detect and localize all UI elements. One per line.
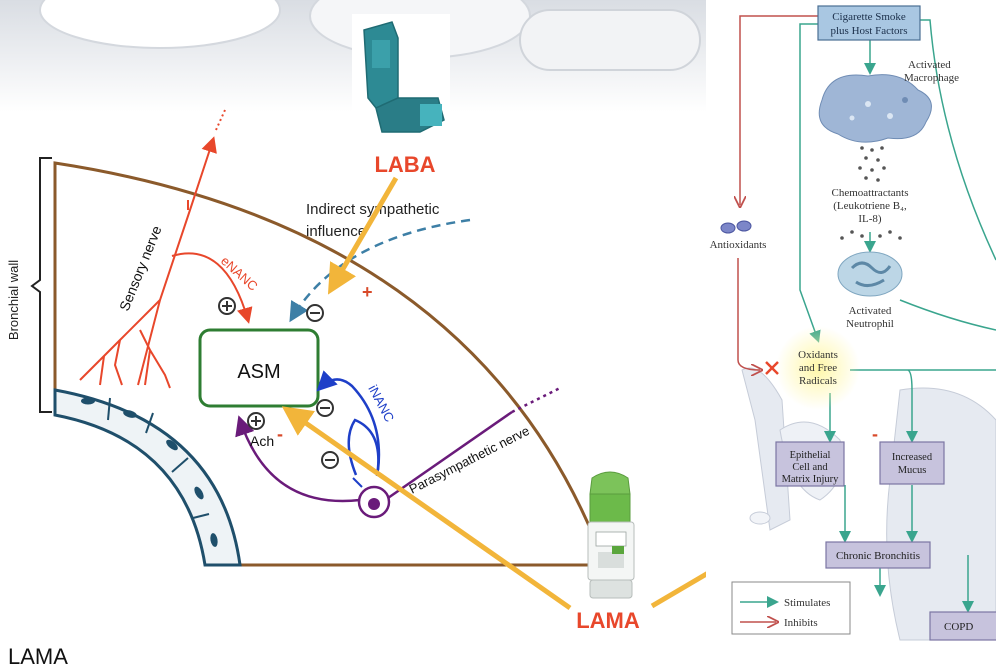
mucus-line2: Mucus bbox=[898, 465, 927, 476]
cigarette-smoke-box bbox=[817, 5, 921, 41]
chemoattractants-line3: IL-8) bbox=[858, 213, 882, 225]
ach-plus-icon bbox=[247, 412, 265, 430]
mucus-minus: - bbox=[872, 424, 878, 444]
chronic-bronchitis-box bbox=[825, 541, 931, 569]
chronic-bronchitis-label: Chronic Bronchitis bbox=[836, 550, 920, 562]
laba-label: LABA bbox=[374, 152, 435, 177]
cigarette-smoke-line1: Cigarette Smoke bbox=[832, 11, 906, 23]
ach-label: Ach bbox=[250, 433, 274, 449]
asm-box bbox=[198, 328, 320, 408]
copd-pathway-diagram: Cigarette Smoke plus Host Factors Activa… bbox=[706, 0, 996, 641]
oxidants-line2: and Free bbox=[799, 362, 837, 374]
epithelium-layer bbox=[53, 388, 242, 567]
oxidants-line1: Oxidants bbox=[798, 349, 838, 361]
legend-inhibits: Inhibits bbox=[784, 617, 818, 629]
neutrophil-icon bbox=[837, 251, 903, 297]
epithelial-line3: Matrix Injury bbox=[782, 474, 840, 485]
asm-label: ASM bbox=[237, 361, 280, 383]
antioxidant-icon bbox=[720, 220, 752, 234]
footer-label: LAMA bbox=[8, 644, 68, 669]
oxidants-glow bbox=[776, 326, 860, 410]
lama-inhaler-image bbox=[587, 471, 635, 599]
lama-arrow-to-asm bbox=[281, 406, 572, 611]
legend-box bbox=[731, 581, 851, 635]
macrophage-line1: Activated bbox=[908, 59, 951, 71]
epithelial-line2: Cell and bbox=[792, 462, 828, 473]
laba-inhaler-image bbox=[352, 14, 450, 134]
indirect-sympathetic-line1: Indirect sympathetic bbox=[306, 201, 440, 218]
epithelium-nuclei bbox=[81, 397, 218, 547]
enanc-plus-icon bbox=[218, 297, 236, 315]
cigarette-smoke-line2: plus Host Factors bbox=[831, 25, 908, 37]
inanc-minus-icon-2 bbox=[321, 451, 339, 469]
sensory-nerve bbox=[79, 109, 253, 389]
laba-arrow bbox=[327, 176, 399, 295]
ach-minus: - bbox=[277, 424, 283, 444]
mucus-line1: Increased bbox=[892, 452, 933, 463]
neutrophil-line2: Neutrophil bbox=[846, 318, 894, 330]
increased-mucus-box bbox=[879, 441, 945, 485]
macrophage-icon bbox=[818, 74, 932, 143]
oxidants-line3: Radicals bbox=[799, 375, 837, 387]
epithelial-injury-box bbox=[775, 441, 845, 487]
chemoattractants-line1: Chemoattractants bbox=[832, 187, 909, 199]
airway-diagram: Bronchial wall bbox=[6, 109, 608, 567]
inanc-minus-icon bbox=[316, 399, 334, 417]
legend-stimulates: Stimulates bbox=[784, 597, 830, 609]
bronchial-wall-brace bbox=[30, 157, 52, 413]
indirect-sympathetic-line2: influence bbox=[306, 223, 366, 240]
indirect-sympathetic-path bbox=[289, 218, 471, 323]
parasympathetic-nerve bbox=[235, 386, 561, 503]
inhibit-x-icon bbox=[765, 361, 779, 375]
copd-box bbox=[929, 611, 996, 641]
chemoattractants-line2: (Leukotriene B₄, bbox=[833, 200, 907, 212]
neutrophil-line1: Activated bbox=[849, 305, 892, 317]
plus-sign: + bbox=[362, 282, 373, 302]
macrophage-line2: Macrophage bbox=[904, 72, 959, 84]
bronchial-wall-label: Bronchial wall bbox=[6, 260, 21, 340]
copd-label: COPD bbox=[944, 621, 973, 633]
lama-label: LAMA bbox=[576, 608, 640, 633]
epithelial-line1: Epithelial bbox=[790, 450, 831, 461]
antioxidants-label: Antioxidants bbox=[710, 239, 767, 251]
indirect-minus-icon bbox=[306, 304, 324, 322]
